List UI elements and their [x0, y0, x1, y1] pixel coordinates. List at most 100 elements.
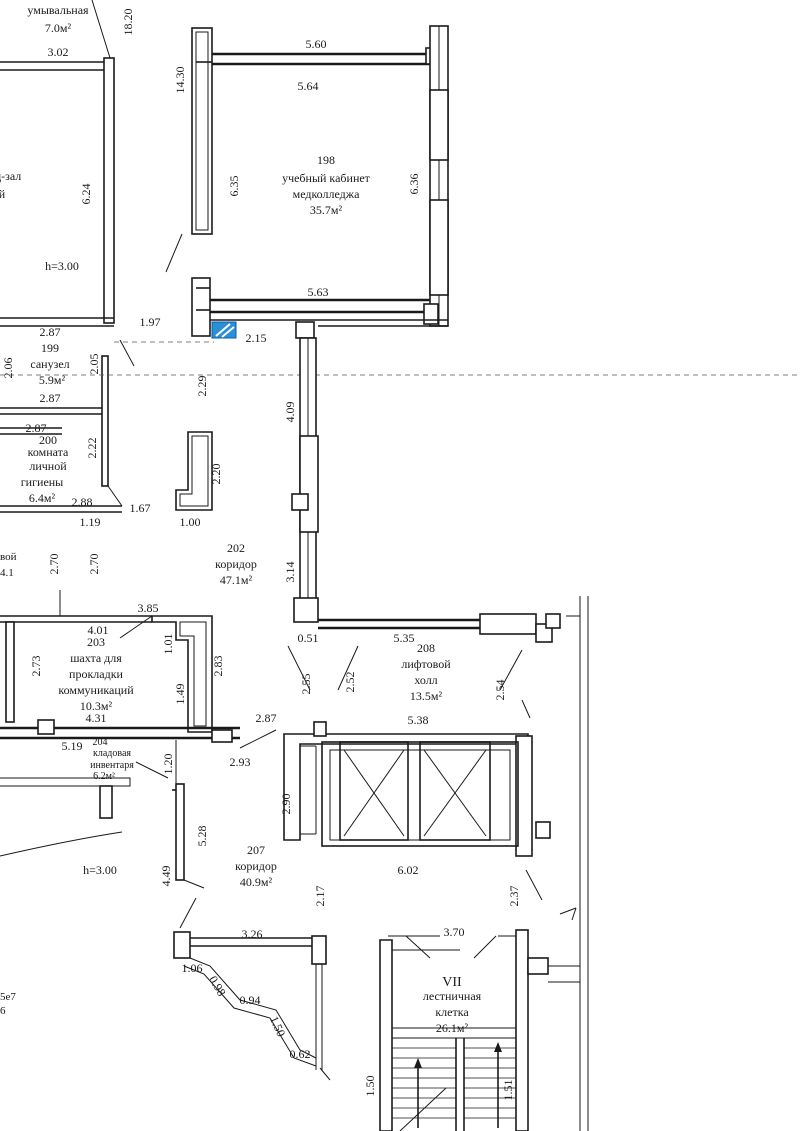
- wall-corridor-column: [175, 431, 213, 511]
- room-203-number: 203: [87, 635, 105, 649]
- room-202-area: 47.1м²: [220, 573, 253, 587]
- room-203-area: 10.3м²: [80, 699, 113, 713]
- dim-label: 5.19: [62, 739, 83, 753]
- room-203-name: шахта для: [70, 651, 122, 665]
- dim-label: 2.87: [26, 421, 47, 435]
- wall-corridor207-south: [173, 931, 191, 959]
- dim-label: 1.50: [363, 1076, 377, 1097]
- dim-label: 2.70: [47, 554, 61, 575]
- dim-label: 4.09: [283, 402, 297, 423]
- edge-label: 4.1: [0, 567, 14, 579]
- dim-label: 6.36: [407, 174, 421, 195]
- room-vii-number: VII: [442, 975, 462, 990]
- room-204-name-2: инвентаря: [90, 760, 134, 771]
- room-207-name: коридор: [235, 859, 277, 873]
- dim-label: 2.06: [1, 358, 15, 379]
- dim-label: 2.54: [493, 680, 507, 701]
- dim-label: 5.28: [195, 826, 209, 847]
- dim-label: 0.94: [240, 993, 261, 1007]
- dim-label: 2.93: [230, 755, 251, 769]
- room-198-number: 198: [317, 153, 335, 167]
- dim-label: 3.26: [242, 927, 263, 941]
- room-203-name-3: коммуникаций: [58, 683, 134, 697]
- room-200-name-2: личной: [29, 459, 67, 473]
- dim-label: 1.97: [140, 315, 161, 329]
- wall-stairhall-west: [379, 939, 393, 1131]
- dim-label: 4.31: [86, 711, 107, 725]
- room-202-number: 202: [227, 541, 245, 555]
- room-208-name-2: холл: [414, 673, 437, 687]
- height-label-1: h=3.00: [45, 259, 79, 273]
- dim-label: 0.62: [290, 1047, 311, 1061]
- dim-label: 2.52: [343, 672, 357, 693]
- dim-label: 2.87: [40, 325, 61, 339]
- wall-sanitary-vertical: [101, 355, 109, 487]
- stair-steps: [392, 1047, 516, 1119]
- room-198-area: 35.7м²: [310, 203, 343, 217]
- dim-label: 2.90: [279, 794, 293, 815]
- dim-label: 3.02: [48, 45, 69, 59]
- wall-lift-block: [283, 733, 529, 841]
- dim-label: 2.73: [29, 656, 43, 677]
- dim-label: 1.00: [180, 515, 201, 529]
- dim-label: 1.49: [173, 684, 187, 705]
- dim-label: 1.19: [80, 515, 101, 529]
- wall-corridor207-west: [175, 783, 185, 881]
- wall-shaft203-east: [151, 615, 213, 733]
- room-vii-name: лестничная: [423, 989, 482, 1003]
- dim-label: 5.60: [306, 37, 327, 51]
- room-203-name-2: прокладки: [69, 667, 124, 681]
- dim-label: 1.01: [161, 634, 175, 655]
- edge-labels: вой 4.1 5е7 6: [0, 551, 17, 1017]
- dim-label: 2.05: [87, 354, 101, 375]
- room-200-area: 6.4м²: [29, 491, 56, 505]
- height-label-2: h=3.00: [83, 863, 117, 877]
- dim-label: 2.83: [211, 656, 225, 677]
- room-208-number: 208: [417, 641, 435, 655]
- dim-label: 2.22: [85, 438, 99, 459]
- dim-label: 0.51: [298, 631, 319, 645]
- room-199-name: санузел: [30, 357, 69, 371]
- dim-label: 4.01: [88, 623, 109, 637]
- room-204-name: кладовая: [93, 748, 131, 759]
- room-200-name-3: гигиены: [21, 475, 64, 489]
- room-hall-name: ц-зал: [0, 169, 21, 183]
- wall-upper-left-vertical: [103, 57, 115, 324]
- dim-label: 5.38: [408, 713, 429, 727]
- wall-lifthall-northwest: [293, 597, 319, 623]
- room-204-number: 204: [93, 737, 108, 748]
- dim-label: 1.51: [501, 1080, 515, 1101]
- dim-label: 3.85: [138, 601, 159, 615]
- room-199-area: 5.9м²: [39, 373, 66, 387]
- lift-shaft-2: [419, 741, 491, 841]
- room-hall-name-2: й: [0, 187, 6, 201]
- dim-label: 2.37: [507, 886, 521, 907]
- edge-label: 6: [0, 1005, 6, 1017]
- dim-label: 2.15: [246, 331, 267, 345]
- room-198-name: учебный кабинет: [282, 171, 371, 185]
- dim-label: 14.30: [173, 67, 187, 94]
- wall-stairhall-east: [515, 929, 529, 1131]
- room-204-area: 6.2м²: [93, 771, 115, 782]
- dim-label: 6.02: [398, 863, 419, 877]
- room-202-name: коридор: [215, 557, 257, 571]
- room-208-name: лифтовой: [401, 657, 451, 671]
- wall-room198-west: [191, 27, 213, 235]
- room-198-name-2: медколледжа: [293, 187, 360, 201]
- dim-label: 2.29: [195, 376, 209, 397]
- room-wash-name: умывальная: [27, 3, 89, 17]
- edge-label: вой: [0, 551, 17, 563]
- dim-label: 1.06: [182, 961, 203, 975]
- dim-label: 1.20: [161, 754, 175, 775]
- room-vii-name-2: клетка: [435, 1005, 469, 1019]
- lift-shaft-1: [339, 741, 409, 841]
- dim-label: 2.87: [40, 391, 61, 405]
- room-200-name: комната: [28, 445, 69, 459]
- room-wash-area: 7.0м²: [45, 21, 72, 35]
- room-labels: умывальная 7.0м² ц-зал й h=3.00 198 учеб…: [0, 3, 482, 1035]
- dim-label: 5.63: [308, 285, 329, 299]
- room-208-area: 13.5м²: [410, 689, 443, 703]
- dim-label: 3.14: [283, 562, 297, 583]
